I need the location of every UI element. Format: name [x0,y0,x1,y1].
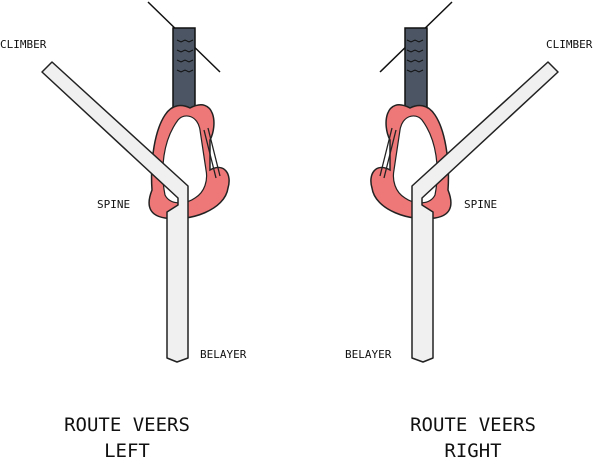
left-climber-label: CLIMBER [0,38,47,51]
left-caption-line1: ROUTE VEERS [64,414,190,436]
right-caption-line2: RIGHT [444,440,501,458]
right-panel: CLIMBER SPINE BELAYER ROUTE VEERS RIGHT [345,1,593,458]
left-caption-line2: LEFT [104,440,150,458]
left-spine-label: SPINE [97,198,130,211]
left-belayer-label: BELAYER [200,348,247,361]
left-panel: CLIMBER SPINE BELAYER ROUTE VEERS LEFT [0,1,247,458]
right-spine-label: SPINE [464,198,497,211]
left-rope [41,61,189,363]
right-rope [411,61,559,363]
right-caption-line1: ROUTE VEERS [410,414,536,436]
right-belayer-label: BELAYER [345,348,392,361]
right-climber-label: CLIMBER [546,38,593,51]
